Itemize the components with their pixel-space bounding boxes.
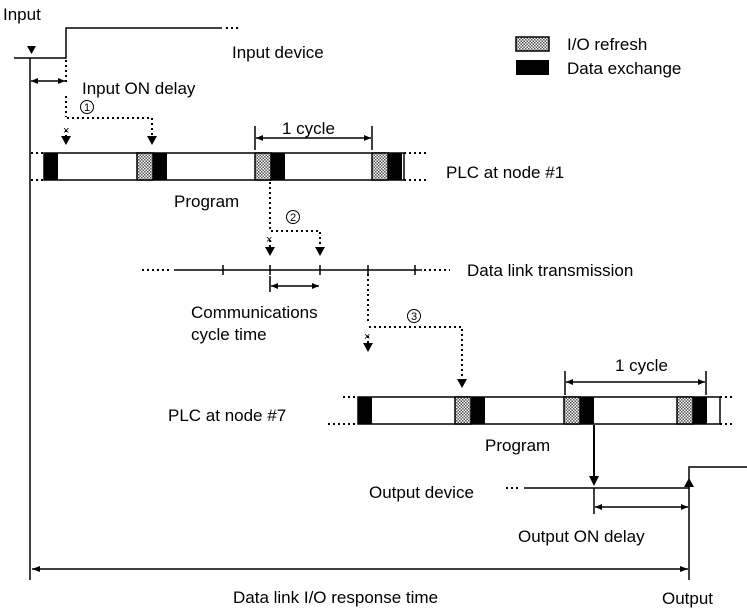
step-2-badge	[286, 210, 300, 224]
cycle-1-label: 1 cycle	[282, 119, 335, 138]
io-refresh-block	[254, 152, 272, 181]
output-device-signal: Output device Output ON delay	[369, 466, 747, 580]
program-label-1: Program	[174, 192, 239, 211]
input-label: Input	[3, 5, 41, 24]
plc-node-7-label: PLC at node #7	[168, 406, 286, 425]
comm-cycle-label-line1: Communications	[191, 303, 318, 322]
data-exchange-block	[580, 397, 594, 424]
legend-data-exchange-label: Data exchange	[567, 59, 681, 78]
plc-node-1-timeline: PLC at node #1 Program 1 cycle	[31, 119, 564, 211]
data-exchange-block	[358, 397, 372, 424]
data-exchange-block	[388, 153, 402, 180]
step-1-badge	[80, 100, 94, 114]
io-refresh-block	[371, 152, 389, 181]
legend: I/O refresh Data exchange	[515, 35, 681, 78]
input-on-delay: Input ON delay	[31, 60, 196, 98]
output-device-label: Output device	[369, 483, 474, 502]
program-label-2: Program	[485, 436, 550, 455]
step-3-transfer: × 3	[363, 274, 467, 388]
svg-text:2: 2	[290, 212, 296, 224]
data-exchange-block	[471, 397, 485, 424]
io-refresh-block	[454, 396, 472, 425]
data-exchange-block	[44, 153, 58, 180]
legend-io-refresh-label: I/O refresh	[567, 35, 647, 54]
output-on-delay-label: Output ON delay	[518, 527, 645, 546]
io-refresh-block	[136, 152, 154, 181]
input-on-delay-label: Input ON delay	[82, 79, 196, 98]
step-2-transfer: × 2	[265, 182, 325, 256]
data-exchange-block	[153, 153, 167, 180]
output-label: Output	[662, 589, 713, 608]
response-time-label: Data link I/O response time	[233, 588, 438, 607]
data-exchange-block	[271, 153, 285, 180]
io-refresh-block	[676, 396, 694, 425]
response-time-span: Data link I/O response time Output	[32, 566, 713, 608]
legend-data-exchange-swatch	[516, 60, 549, 75]
cycle-2-label: 1 cycle	[615, 356, 668, 375]
input-device-label: Input device	[232, 43, 324, 62]
plc-node-1-label: PLC at node #1	[446, 163, 564, 182]
data-exchange-block	[693, 397, 707, 424]
input-marker-icon	[27, 46, 36, 54]
comm-cycle-label-line2: cycle time	[191, 325, 267, 344]
input-signal: Input Input device	[3, 5, 324, 62]
svg-text:1: 1	[84, 102, 90, 114]
data-link-transmission-timeline: Data link transmission Communications cy…	[142, 261, 633, 344]
svg-text:3: 3	[411, 311, 417, 323]
step-1-transfer: × 1	[61, 96, 157, 145]
plc-node-7-timeline: PLC at node #7 Program 1 cycle	[168, 356, 733, 486]
data-link-transmission-label: Data link transmission	[467, 261, 633, 280]
legend-io-refresh-swatch	[515, 36, 550, 52]
io-refresh-block	[563, 396, 581, 425]
step-3-badge	[407, 309, 421, 323]
